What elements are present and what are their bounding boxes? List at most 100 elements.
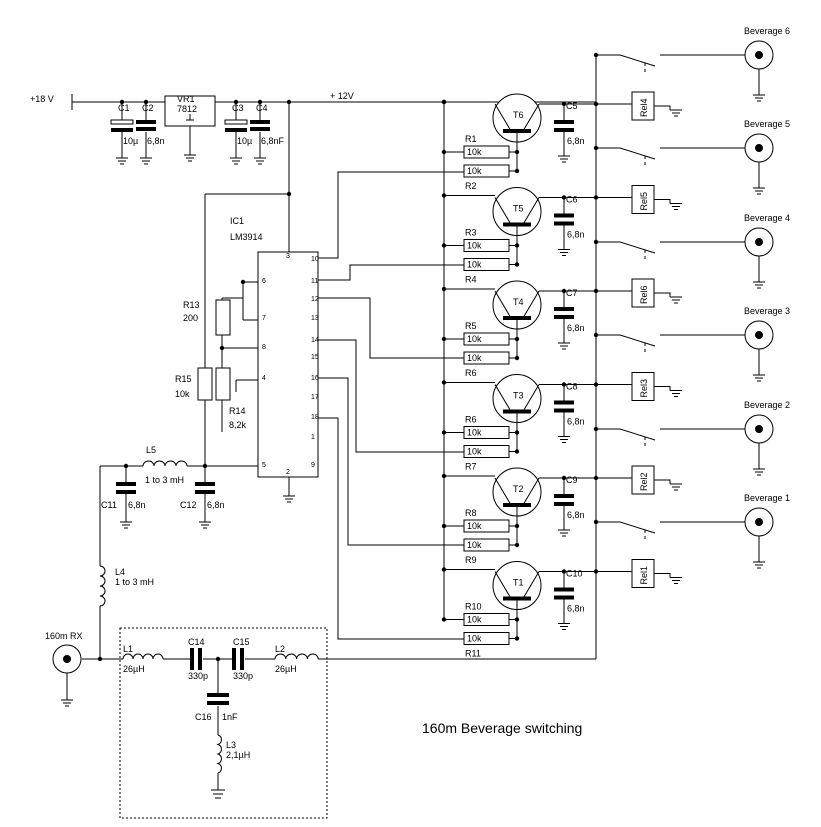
- transistor-ref: T3: [513, 391, 524, 401]
- l4-ref: L4: [115, 567, 125, 577]
- cap-value: 6,8n: [567, 417, 585, 427]
- transistor-rail-wire: [444, 101, 632, 105]
- cap-ref: C8: [566, 382, 578, 392]
- ground-symbol: [283, 495, 295, 503]
- switching-stages: T610k10kR1R2C56,8nRel4T510k10kR3R4C66,8n…: [444, 26, 790, 659]
- ground-symbol: [184, 154, 196, 162]
- resistor-value: 10k: [467, 147, 482, 157]
- junction-dot: [441, 617, 447, 622]
- supply-input-label: +18 V: [30, 94, 54, 104]
- resistor-value: 10k: [467, 334, 482, 344]
- ic-pin-label: 2: [286, 469, 290, 476]
- transistor-leads: [494, 197, 540, 225]
- junction-dot: [441, 193, 447, 198]
- beverage-label: Beverage 1: [744, 493, 790, 503]
- junction-dot: [441, 567, 447, 572]
- junction-dot: [219, 345, 225, 351]
- cap-value: 6,8n: [567, 230, 585, 240]
- cap-c7: [554, 307, 574, 319]
- beverage-output-6: Beverage 6: [596, 26, 790, 102]
- ic-pin-label: 1: [311, 434, 315, 441]
- junction-dot: [441, 430, 447, 435]
- relay-ref: Rel6: [639, 285, 649, 304]
- ic-pin-label: 17: [311, 394, 319, 401]
- resistor-value: 10k: [467, 241, 482, 251]
- cap-value: 6,8n: [128, 500, 146, 510]
- junction-dot: [514, 523, 520, 529]
- c16-ref: C16: [195, 712, 212, 722]
- ic-pin-label: 18: [311, 414, 319, 421]
- cap-c3-plate: [224, 119, 248, 125]
- ic-body: [257, 251, 319, 478]
- inductor-l1: [122, 653, 164, 660]
- transistor-leads: [494, 290, 540, 319]
- c14-ref: C14: [188, 637, 205, 647]
- r13-ref: R13: [183, 300, 200, 310]
- cap-value: 6,8n: [147, 136, 165, 146]
- cap-ref: C9: [566, 475, 578, 485]
- ic-pin-label: 4: [262, 375, 266, 382]
- transistor-ref: T4: [513, 297, 524, 307]
- ic-pin-label: 15: [311, 354, 319, 361]
- relay-ground-wire: [654, 573, 671, 578]
- junction-dot: [514, 243, 520, 248]
- ground-symbol: [670, 390, 682, 397]
- ground-symbol: [140, 157, 152, 165]
- transistor-leads: [494, 103, 540, 132]
- resistor-r15: [197, 367, 213, 401]
- beverage-output-4: Beverage 4: [596, 213, 790, 289]
- cap-ref: C3: [232, 103, 244, 113]
- ground-symbol: [199, 521, 211, 529]
- junction-dot: [593, 382, 599, 387]
- ground-symbol: [753, 561, 765, 569]
- resistor-ref: R10: [465, 602, 482, 612]
- l4-value: 1 to 3 mH: [115, 577, 154, 587]
- junction-dot: [561, 569, 567, 574]
- l1-value: 26µH: [123, 664, 145, 674]
- junction-dot: [441, 99, 447, 105]
- ground-symbol: [670, 109, 682, 117]
- junction-dot: [441, 523, 447, 529]
- ic-pin-label: 9: [311, 462, 315, 469]
- junction-dot: [593, 332, 599, 338]
- relay-contact: [596, 147, 745, 160]
- junction-dot: [286, 99, 292, 105]
- junction-dot: [593, 101, 599, 107]
- ground-symbol: [254, 157, 266, 165]
- filter-ground: [211, 789, 225, 799]
- junction-dot: [514, 449, 520, 454]
- junction-dot: [514, 430, 520, 435]
- ic-pin-label: 11: [311, 278, 318, 285]
- cap-value: 10µ: [237, 136, 252, 146]
- cap-c9: [554, 494, 574, 506]
- beverage-label: Beverage 3: [744, 306, 790, 316]
- transistor-rail-wire: [444, 195, 632, 198]
- regulator-box: [164, 95, 216, 127]
- resistor-ref: R1: [465, 134, 477, 144]
- resistor-ref: R7: [465, 462, 477, 472]
- relay-contact: [596, 241, 745, 254]
- junction-dot: [561, 195, 567, 200]
- rx-filter: 160m RX L1 26µH C14 330p C15 330p L2 26µ…: [45, 631, 319, 799]
- junction-dot: [561, 101, 567, 107]
- transistor-ref: T6: [513, 110, 524, 120]
- junction-dot: [514, 149, 520, 155]
- resistor-r13: [215, 299, 231, 336]
- beverage-label: Beverage 4: [744, 213, 790, 223]
- relay-ground-wire: [654, 292, 671, 297]
- junction-dot: [514, 336, 520, 342]
- ic-pin-label: 6: [262, 278, 266, 285]
- l2-value: 26µH: [275, 664, 297, 674]
- c14-value: 330p: [188, 671, 208, 681]
- choke-l5: [142, 460, 188, 467]
- cap-c11: [116, 482, 136, 494]
- junction-dot: [514, 636, 520, 641]
- beverage-output-1: Beverage 1: [596, 493, 790, 569]
- transistor-leads: [494, 384, 540, 412]
